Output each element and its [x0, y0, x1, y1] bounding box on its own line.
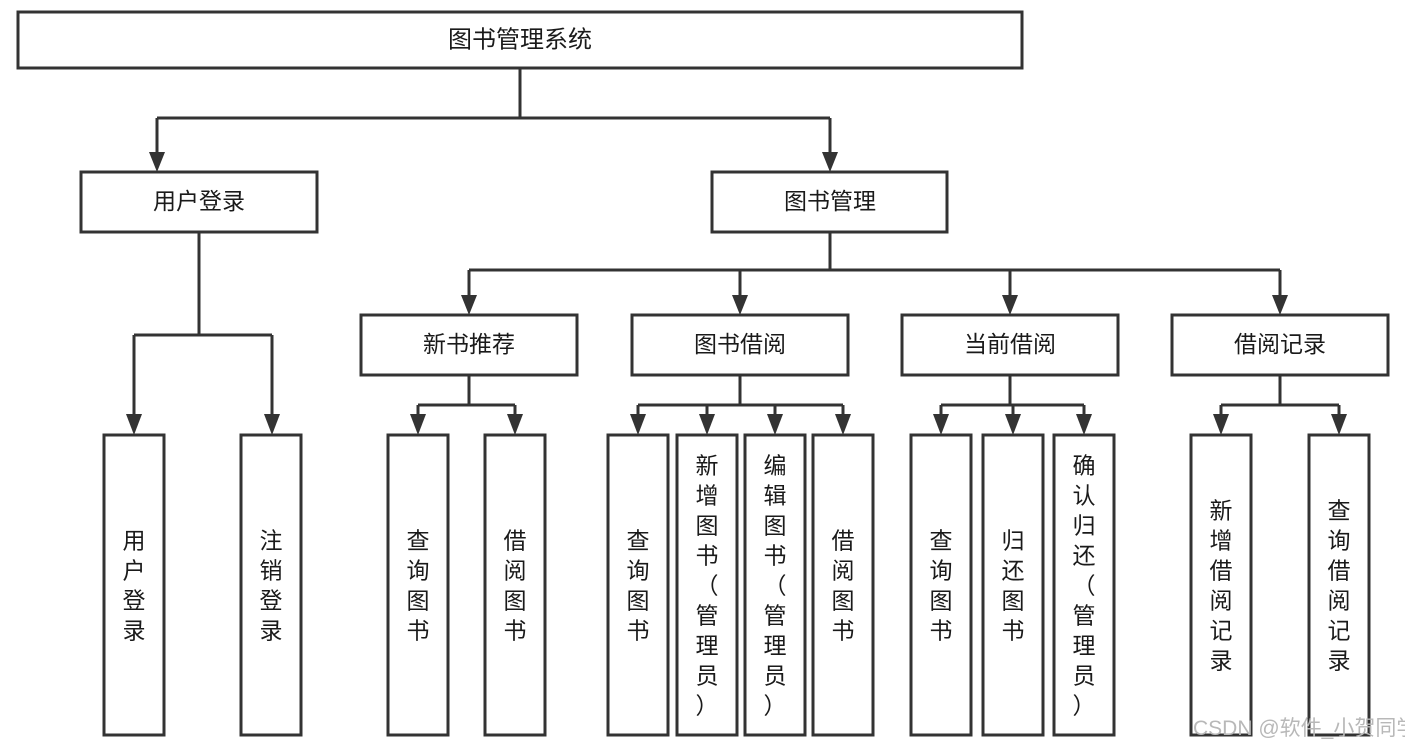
- node-book-manage[interactable]: 图书管理: [710, 170, 949, 234]
- node-book-borrow-label: 图书借阅: [694, 331, 786, 357]
- node-leaf-query-record[interactable]: 查询借阅记录: [1307, 433, 1371, 737]
- node-leaf-return-book[interactable]: 归还图书: [981, 433, 1045, 737]
- node-new-book-rec[interactable]: 新书推荐: [359, 313, 579, 377]
- node-leaf-query-book-2[interactable]: 查询图书: [606, 433, 670, 737]
- node-leaf-confirm-return[interactable]: 确认归还（管理员）: [1052, 433, 1116, 737]
- node-leaf-query-book-1[interactable]: 查询图书: [386, 433, 450, 737]
- node-book-manage-label: 图书管理: [784, 188, 876, 214]
- node-leaf-edit-book[interactable]: 编辑图书（管理员）: [743, 433, 807, 737]
- node-borrow-record[interactable]: 借阅记录: [1170, 313, 1390, 377]
- node-leaf-borrow-book-2-box[interactable]: [811, 433, 875, 737]
- node-new-book-rec-box[interactable]: [359, 313, 579, 377]
- arrow-head-leaf-add-book: [699, 414, 715, 435]
- leaf-node-layer: 用户登录 注销登录 查询图书 借阅图书 查询图书 新增图书（管理员） 编辑图书（管理员） 借阅…: [102, 433, 1371, 737]
- arrow-head-leaf-edit-book: [767, 414, 783, 435]
- arrow-head-leaf-query-book-1: [410, 414, 426, 435]
- node-leaf-add-book[interactable]: 新增图书（管理员）: [675, 433, 739, 737]
- node-leaf-add-record-label: 新增借阅记录: [1210, 497, 1233, 673]
- node-leaf-edit-book-label: 编辑图书（管理员）: [764, 452, 787, 718]
- node-leaf-query-record-box[interactable]: [1307, 433, 1371, 737]
- node-leaf-return-book-label: 归还图书: [1002, 527, 1025, 643]
- arrow-head-leaf-query-book-3: [933, 414, 949, 435]
- arrow-head-current-borrow: [1002, 295, 1018, 315]
- node-leaf-query-book-3[interactable]: 查询图书: [909, 433, 973, 737]
- node-book-manage-box[interactable]: [710, 170, 949, 234]
- node-leaf-logout-box[interactable]: [239, 433, 303, 737]
- arrow-head-user-login: [149, 152, 165, 172]
- node-borrow-record-label: 借阅记录: [1234, 331, 1326, 357]
- arrow-head-leaf-query-record: [1331, 414, 1347, 435]
- node-current-borrow[interactable]: 当前借阅: [900, 313, 1120, 377]
- arrow-head-leaf-add-record: [1213, 414, 1229, 435]
- connector-layer: [126, 68, 1347, 435]
- node-leaf-query-book-2-label: 查询图书: [627, 527, 650, 643]
- node-leaf-confirm-return-box[interactable]: [1052, 433, 1116, 737]
- arrow-head-new-book-rec: [461, 295, 477, 315]
- node-leaf-return-book-box[interactable]: [981, 433, 1045, 737]
- node-root-label: 图书管理系统: [448, 26, 592, 53]
- arrow-head-leaf-borrow-book-2: [835, 414, 851, 435]
- node-user-login-box[interactable]: [79, 170, 319, 234]
- arrow-head-leaf-query-book-2: [630, 414, 646, 435]
- node-leaf-add-record[interactable]: 新增借阅记录: [1189, 433, 1253, 737]
- node-leaf-user-login[interactable]: 用户登录: [102, 433, 166, 737]
- node-leaf-borrow-book-1[interactable]: 借阅图书: [483, 433, 547, 737]
- node-leaf-borrow-book-2-label: 借阅图书: [832, 527, 855, 643]
- node-current-borrow-label: 当前借阅: [964, 331, 1056, 357]
- node-leaf-borrow-book-2[interactable]: 借阅图书: [811, 433, 875, 737]
- node-leaf-edit-book-box[interactable]: [743, 433, 807, 737]
- arrow-head-borrow-record: [1272, 295, 1288, 315]
- node-leaf-borrow-book-1-label: 借阅图书: [504, 527, 527, 643]
- node-leaf-query-book-1-label: 查询图书: [407, 527, 430, 643]
- node-book-borrow-box[interactable]: [630, 313, 850, 377]
- arrow-head-leaf-confirm-return: [1076, 414, 1092, 435]
- node-user-login[interactable]: 用户登录: [79, 170, 319, 234]
- watermark-text: CSDN @软件_小贺同学: [1193, 717, 1405, 740]
- node-leaf-query-book-2-box[interactable]: [606, 433, 670, 737]
- node-root-system[interactable]: 图书管理系统: [16, 10, 1024, 70]
- node-leaf-query-book-3-box[interactable]: [909, 433, 973, 737]
- node-leaf-logout[interactable]: 注销登录: [239, 433, 303, 737]
- node-new-book-rec-label: 新书推荐: [423, 331, 515, 357]
- arrow-head-book-manage: [822, 152, 838, 172]
- node-book-borrow[interactable]: 图书借阅: [630, 313, 850, 377]
- arrow-head-leaf-borrow-book-1: [507, 414, 523, 435]
- arrow-head-leaf-return-book: [1005, 414, 1021, 435]
- node-leaf-query-record-label: 查询借阅记录: [1328, 497, 1351, 673]
- node-leaf-add-record-box[interactable]: [1189, 433, 1253, 737]
- node-leaf-user-login-label: 用户登录: [123, 527, 146, 643]
- node-user-login-label: 用户登录: [153, 188, 245, 214]
- node-borrow-record-box[interactable]: [1170, 313, 1390, 377]
- arrow-head-leaf-logout: [264, 414, 280, 435]
- node-leaf-add-book-box[interactable]: [675, 433, 739, 737]
- arrow-head-leaf-user-login: [126, 414, 142, 435]
- node-leaf-borrow-book-1-box[interactable]: [483, 433, 547, 737]
- node-leaf-logout-label: 注销登录: [260, 527, 283, 643]
- node-leaf-user-login-box[interactable]: [102, 433, 166, 737]
- node-leaf-query-book-3-label: 查询图书: [930, 527, 953, 643]
- node-current-borrow-box[interactable]: [900, 313, 1120, 377]
- node-leaf-confirm-return-label: 确认归还（管理员）: [1073, 452, 1096, 718]
- arrow-head-book-borrow: [732, 295, 748, 315]
- node-leaf-query-book-1-box[interactable]: [386, 433, 450, 737]
- node-leaf-add-book-label: 新增图书（管理员）: [696, 452, 719, 718]
- node-root-box[interactable]: [16, 10, 1024, 70]
